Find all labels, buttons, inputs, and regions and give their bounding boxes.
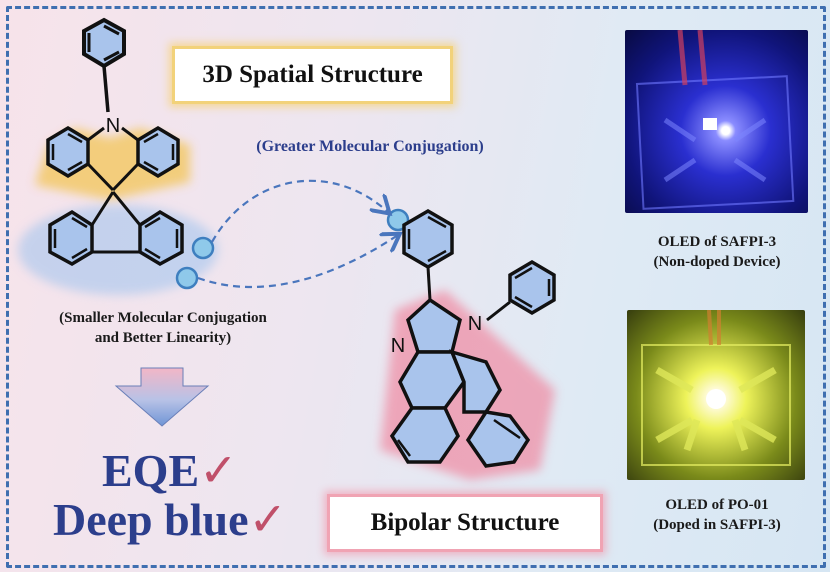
bipolar-structure-label: Bipolar Structure: [370, 509, 560, 536]
nitrogen-label-imidazole-2: N: [391, 335, 405, 357]
oled-yellow-caption-line2: (Doped in SAFPI-3): [653, 517, 781, 533]
eqe-label: EQE: [102, 445, 200, 496]
nitrogen-label-top: N: [106, 115, 120, 137]
oled-yellow-caption: OLED of PO-01 (Doped in SAFPI-3): [612, 495, 822, 535]
dashed-arrow-lower: [197, 235, 398, 289]
oled-blue-caption-line1: OLED of SAFPI-3: [657, 234, 777, 250]
spatial-structure-box: 3D Spatial Structure: [172, 46, 453, 104]
deep-blue-check-icon: ✓: [248, 492, 288, 546]
phenylene-ring: [402, 208, 454, 301]
oled-blue-caption: OLED of SAFPI-3 (Non-doped Device): [612, 232, 822, 272]
phenanthro-imidazole-core: [389, 297, 531, 468]
greater-conjugation-label: (Greater Molecular Conjugation): [256, 138, 484, 155]
fluorene-core: [48, 191, 184, 267]
phenyl-ring-top: [82, 17, 126, 113]
smaller-conjugation-line2: and Better Linearity): [94, 330, 232, 346]
conjugation-sites-left: [175, 236, 215, 290]
deep-blue-result: Deep blue✓: [53, 494, 287, 545]
oled-blue-caption-line2: (Non-doped Device): [653, 254, 781, 270]
oled-blue-substrate: [635, 30, 795, 210]
dashed-arrow-upper: [211, 179, 388, 243]
oled-photo-blue: [625, 30, 808, 213]
smaller-conjugation-line1: (Smaller Molecular Conjugation: [59, 310, 267, 326]
smaller-conjugation-caption: (Smaller Molecular Conjugation and Bette…: [8, 308, 318, 348]
result-down-arrow: [114, 367, 210, 427]
deep-blue-label: Deep blue: [53, 494, 249, 545]
spatial-structure-label: 3D Spatial Structure: [202, 61, 423, 88]
n-phenyl-ring: [486, 259, 556, 322]
eqe-result: EQE✓: [102, 445, 238, 496]
oled-yellow-substrate: [641, 310, 791, 466]
oled-yellow-caption-line1: OLED of PO-01: [665, 497, 769, 513]
eqe-check-icon: ✓: [199, 443, 238, 497]
acridine-core: [46, 125, 180, 192]
nitrogen-label-imidazole-1: N: [468, 313, 482, 335]
oled-photo-yellow: [627, 310, 805, 480]
dashed-border: [6, 6, 826, 568]
bipolar-structure-box: Bipolar Structure: [327, 494, 603, 552]
